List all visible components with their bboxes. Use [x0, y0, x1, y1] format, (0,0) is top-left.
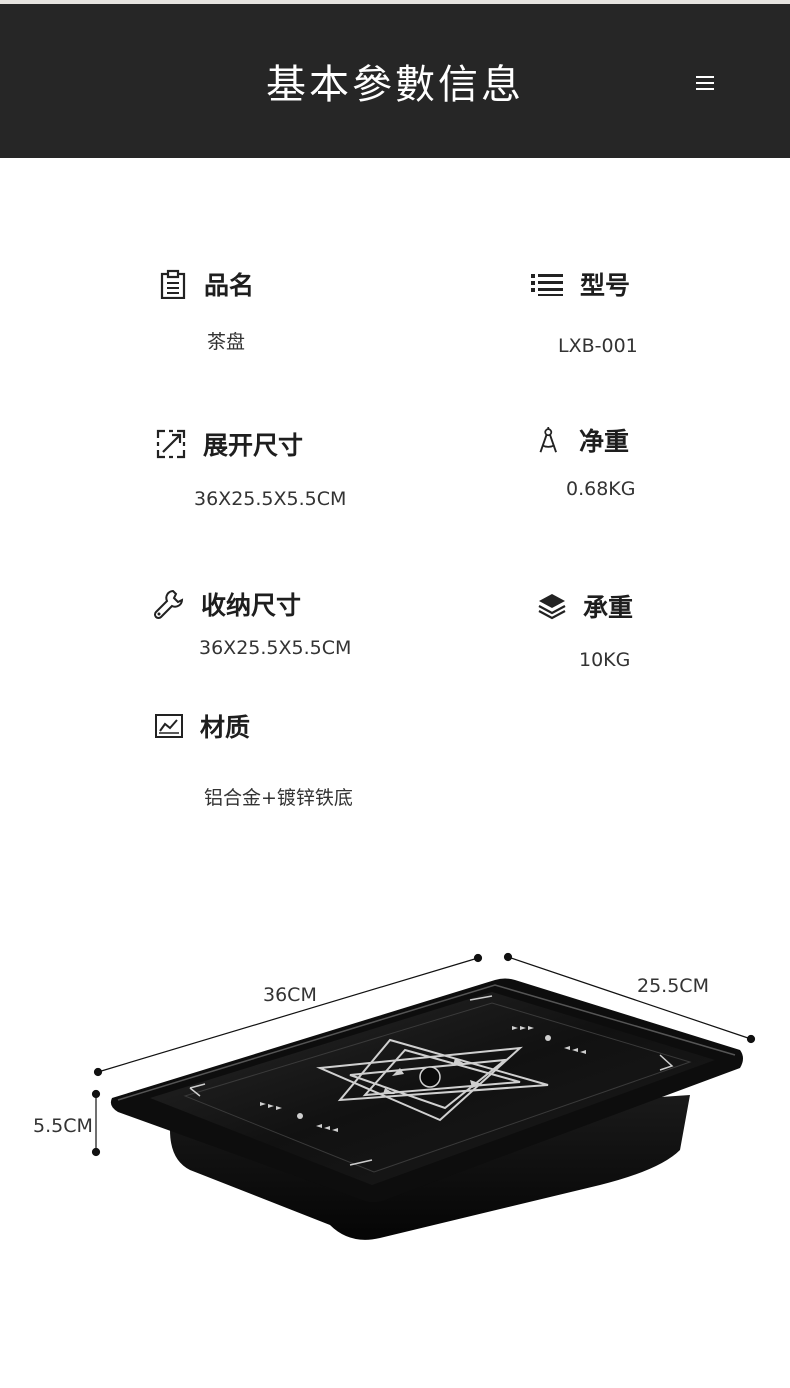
layers-icon: [538, 594, 566, 620]
spec-value-name: 茶盘: [207, 331, 246, 353]
spec-value-load: 10KG: [579, 649, 631, 671]
clipboard-icon: [160, 269, 186, 299]
spec-model: 型号: [530, 266, 630, 302]
dimension-length: 36CM: [263, 984, 317, 1006]
spec-load: 承重: [537, 588, 633, 624]
list-icon: [531, 274, 563, 296]
spec-value-material: 铝合金+镀锌铁底: [204, 787, 353, 809]
spec-value-net-weight: 0.68KG: [566, 478, 636, 500]
compass-icon: [539, 427, 557, 453]
page-title: 基本參數信息: [266, 62, 524, 108]
spec-net-weight: 净重: [537, 422, 629, 458]
hamburger-icon[interactable]: [696, 76, 714, 92]
spec-value-folded: 36X25.5X5.5CM: [199, 637, 352, 659]
spec-label: 收纳尺寸: [201, 591, 302, 620]
tea-tray-illustration: [91, 952, 756, 1240]
spec-label: 型号: [580, 271, 631, 300]
spec-label: 材质: [200, 713, 251, 742]
spec-label: 品名: [204, 271, 255, 300]
chart-icon: [155, 714, 183, 738]
spec-expanded: 展开尺寸: [155, 426, 303, 462]
spec-name: 品名: [158, 266, 254, 302]
header-bar: 基本參數信息: [0, 4, 790, 158]
dimension-width: 25.5CM: [637, 975, 709, 997]
top-border: [0, 0, 790, 4]
spec-label: 展开尺寸: [203, 431, 304, 460]
expand-icon: [156, 429, 186, 459]
dimension-height: 5.5CM: [33, 1115, 93, 1137]
spec-value-model: LXB-001: [558, 335, 638, 357]
spec-material: 材质: [154, 708, 250, 744]
wrench-icon: [153, 589, 184, 620]
spec-label: 承重: [583, 593, 634, 622]
spec-label: 净重: [579, 427, 630, 456]
spec-value-expanded: 36X25.5X5.5CM: [194, 488, 347, 510]
spec-folded: 收纳尺寸: [153, 586, 301, 622]
